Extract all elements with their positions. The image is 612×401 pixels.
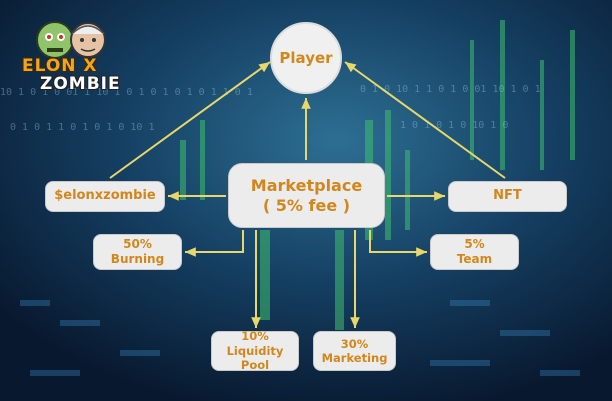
nft-node: NFT [448,181,567,212]
liquidity-pool-node: 10% Liquidity Pool [211,329,299,373]
marketing-percent: 30% [340,336,369,351]
player-label: Player [279,48,333,67]
burning-percent: 50% [123,237,152,251]
svg-text:10 1 0 1 0 01 1 10 1 0 1 0 1 0: 10 1 0 1 0 01 1 10 1 0 1 0 1 0 1 0 1 1 0… [0,87,253,98]
marketing-node: 30% Marketing [313,331,396,371]
burning-label: Burning [110,252,165,266]
marketplace-label: Marketplace [250,175,363,195]
marketing-label: Marketing [321,351,388,365]
logo-text-elon-x: ELON X [22,56,98,76]
arrow-token-to-player [109,61,271,179]
marketplace-fee: ( 5% fee ) [262,195,351,215]
team-percent: 5% [464,237,485,251]
liquidity-label: Liquidity Pool [226,343,284,373]
svg-text:0 1 0 1 1 0 1 0 1 0 10 1: 0 1 0 1 1 0 1 0 1 0 10 1 [10,122,155,133]
arrow-nft-to-player [344,61,506,179]
token-node: $elonxzombie [45,181,165,212]
player-node: Player [270,22,342,94]
token-label: $elonxzombie [54,188,156,204]
logo-text-zombie: ZOMBIE [40,74,121,94]
svg-text:1 0 1 0 1 0 10 1 0: 1 0 1 0 1 0 10 1 0 [400,120,508,131]
nft-label: NFT [493,188,522,204]
arrow-marketplace-to-burning [185,230,244,257]
svg-text:0 1 0 10 1 1 0 1 0 01 10 1 0 1: 0 1 0 10 1 1 0 1 0 01 10 1 0 1 [360,84,541,95]
zombie-mascot-logo [36,21,106,59]
arrow-marketplace-to-team [369,230,427,257]
team-label: Team [456,252,493,266]
burning-node: 50% Burning [93,234,182,270]
liquidity-percent: 10% [241,329,269,344]
team-node: 5% Team [430,234,519,270]
marketplace-node: Marketplace ( 5% fee ) [228,163,385,228]
